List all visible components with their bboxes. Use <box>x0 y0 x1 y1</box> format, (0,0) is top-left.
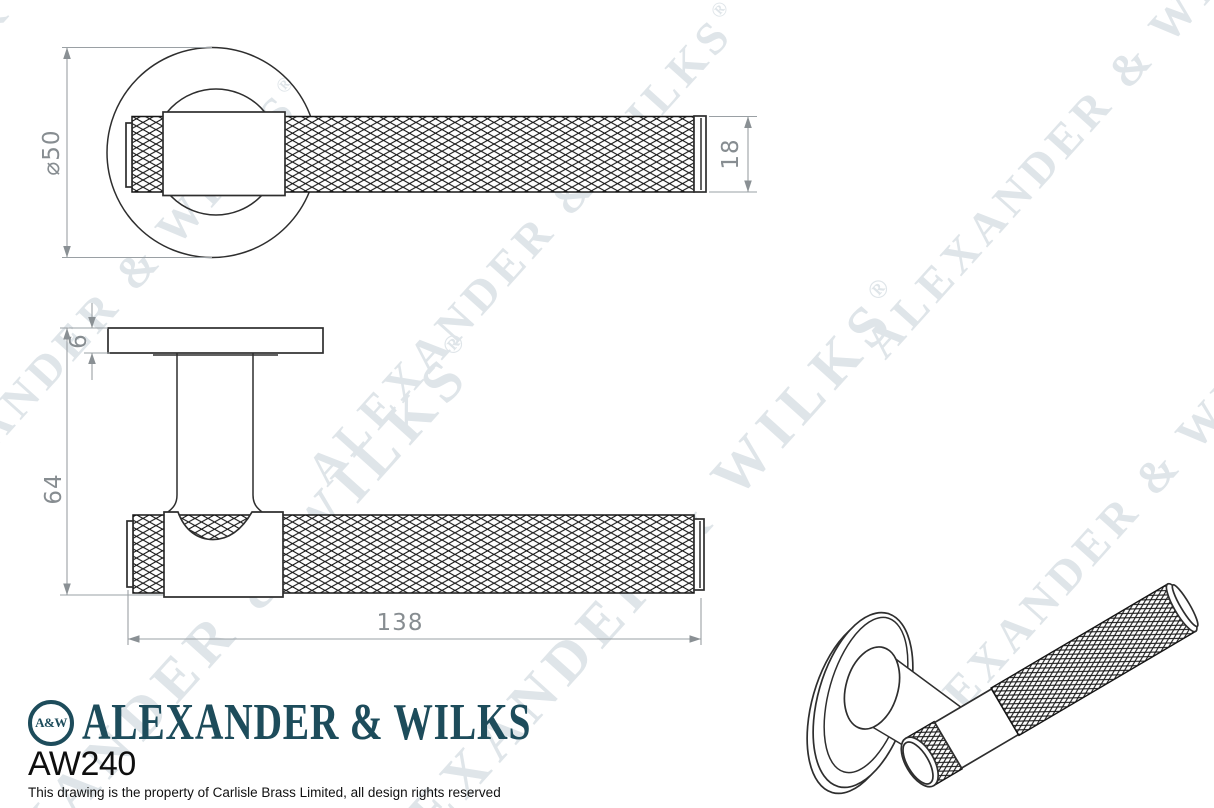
dimension-label: 64 <box>41 473 67 504</box>
dimension-rose-diameter: ⌀50 <box>39 46 212 259</box>
stem-right-edge <box>252 353 263 513</box>
copyright-disclaimer: This drawing is the property of Carlisle… <box>28 785 501 800</box>
dimension-label: ⌀50 <box>39 129 65 175</box>
tip-cap-inner <box>1171 584 1199 628</box>
isometric-view <box>806 582 1199 795</box>
lever-hub-block-side <box>163 511 284 598</box>
rose-plate <box>107 327 324 354</box>
product-code: AW240 <box>28 745 136 783</box>
brand-logo: A&W ALEXANDER & WILKS <box>28 694 673 751</box>
end-cap-inner <box>902 741 934 785</box>
lever-hub-block <box>162 111 286 197</box>
lever-tip-cap-side <box>693 518 705 591</box>
dimension-lever-length: 138 <box>127 590 702 645</box>
brand-monogram: A&W <box>35 715 67 730</box>
brand-name: ALEXANDER & WILKS <box>82 694 532 751</box>
main-knurl-section <box>990 583 1197 737</box>
lever-tip-cap <box>693 115 707 193</box>
dimension-rose-thickness: 6 <box>66 303 110 380</box>
stem-left-edge <box>167 353 178 513</box>
dimension-overall-height: 64 <box>41 327 163 596</box>
stem-upper-edge <box>892 656 963 709</box>
dimension-label: 18 <box>718 138 744 169</box>
lever-end-bracket <box>125 122 133 188</box>
brand-roundel: A&W <box>28 700 74 746</box>
side-view: 6 64 138 <box>41 303 705 645</box>
dimension-label: 138 <box>377 610 424 636</box>
rose-boss <box>843 646 901 730</box>
dimension-bar-diameter: 18 <box>709 115 757 193</box>
lever-rod <box>900 582 1199 788</box>
front-view: ⌀50 18 <box>39 46 757 259</box>
lever-end-bracket-side <box>126 520 134 588</box>
dimension-label: 6 <box>66 333 92 349</box>
